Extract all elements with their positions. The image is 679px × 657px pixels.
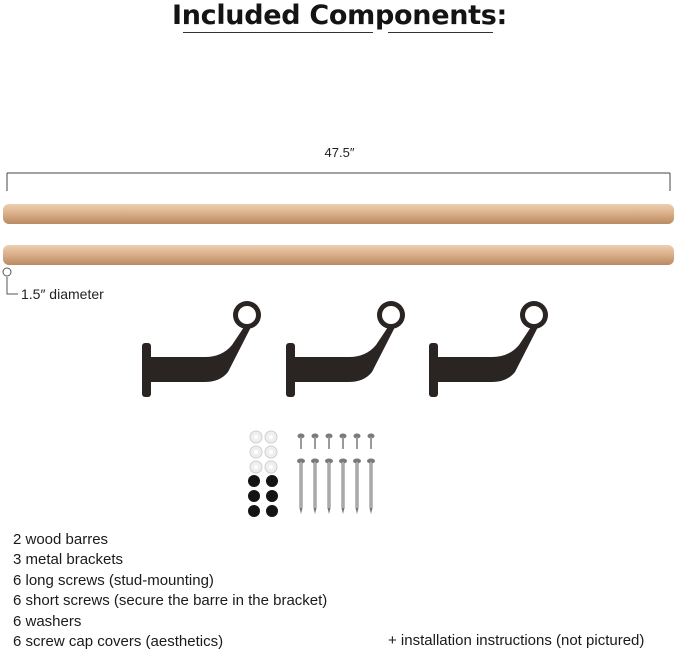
metal-bracket-3	[429, 301, 548, 397]
list-item: 6 washers	[13, 612, 82, 630]
length-dimension-line	[6, 172, 671, 191]
washer-holes	[254, 435, 273, 469]
title-underline-left	[183, 32, 373, 33]
metal-bracket-1	[142, 301, 261, 397]
extra-note: + installation instructions (not picture…	[388, 632, 645, 649]
title-underline-right	[388, 32, 493, 33]
screw-cap-covers-group	[248, 475, 278, 517]
list-item: 6 short screws (secure the barre in the …	[13, 592, 328, 610]
diameter-label: 1.5″ diameter	[21, 286, 104, 302]
page-title: Included Components:	[171, 0, 508, 31]
short-screws-group	[297, 433, 375, 449]
metal-bracket-2	[286, 301, 405, 397]
list-item: 6 screw cap covers (aesthetics)	[13, 633, 224, 651]
length-dimension-label: 47.5″	[324, 145, 355, 160]
list-item: 2 wood barres	[13, 531, 109, 548]
list-item: 6 long screws (stud-mounting)	[13, 571, 214, 589]
wood-barre-2	[3, 245, 674, 265]
components-list: 2 wood barres 3 metal brackets 6 long sc…	[13, 530, 327, 652]
diameter-indicator	[2, 267, 18, 295]
list-item: 3 metal brackets	[13, 551, 124, 569]
long-screws-group	[297, 458, 375, 514]
wood-barre-1	[3, 204, 674, 224]
